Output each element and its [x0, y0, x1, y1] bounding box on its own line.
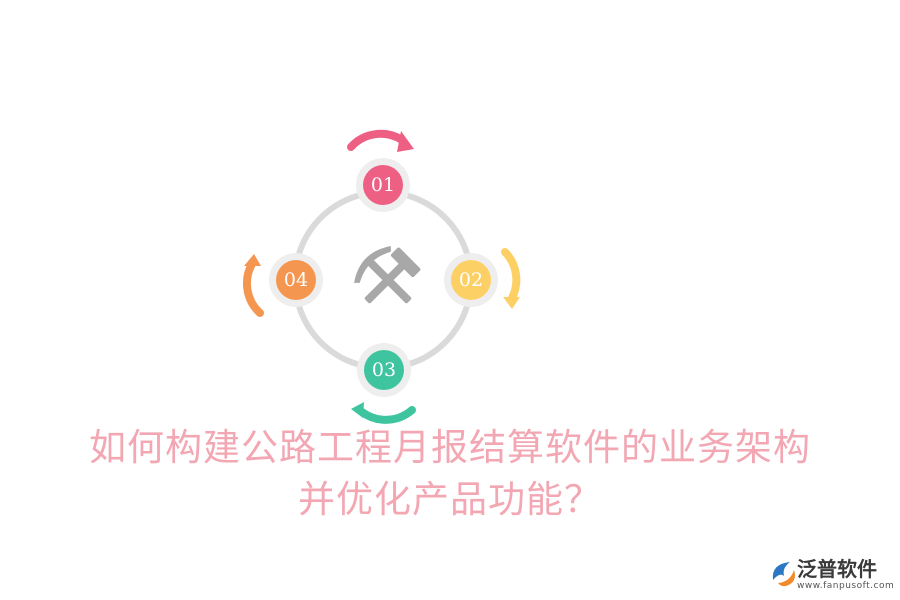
- arrow-left-icon: [242, 254, 264, 317]
- node-04: [269, 253, 323, 307]
- node-01-label: 01: [370, 174, 396, 196]
- arrow-right-icon: [501, 248, 521, 309]
- brand-url: www.fanpusoft.com: [797, 581, 895, 591]
- arrow-top-icon: [347, 129, 414, 152]
- node-04-label: 04: [283, 269, 309, 291]
- arrow-bottom-icon: [351, 402, 416, 424]
- title-line-2: 并优化产品功能？: [298, 478, 602, 521]
- brand-name: 泛普软件: [797, 557, 877, 581]
- node-02-label: 02: [458, 269, 484, 291]
- node-03-label: 03: [371, 359, 397, 381]
- node-02: [444, 253, 498, 307]
- title-line-1: 如何构建公路工程月报结算软件的业务架构: [89, 426, 811, 469]
- node-03: [357, 343, 411, 397]
- node-01: [356, 158, 410, 212]
- page-title: 如何构建公路工程月报结算软件的业务架构 并优化产品功能？: [0, 422, 900, 526]
- hammer-pick-icon: [354, 246, 421, 304]
- fanpu-logo-icon: [772, 562, 795, 587]
